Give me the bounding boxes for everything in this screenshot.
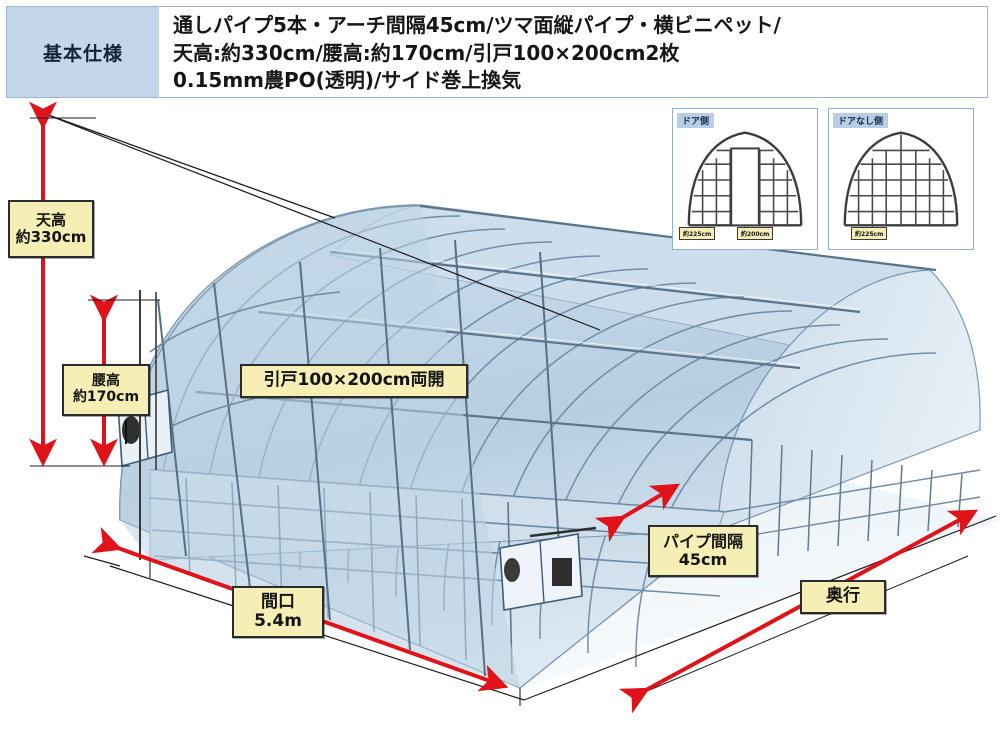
inset-no-door-side-label-1: 約225cm	[851, 227, 888, 240]
spec-line-3: 0.15mm農PO(透明)/サイド巻上換気	[173, 68, 522, 93]
callout-ridge-height-line2: 約330cm	[15, 228, 87, 246]
spec-line-1: 通しパイプ5本・アーチ間隔45cm/ツマ面縦パイプ・横ビニペット/	[173, 13, 781, 38]
callout-width-line1: 間口	[261, 591, 295, 612]
inset-door-side: ドア側 約225cm 約200cm	[672, 108, 818, 250]
callout-depth: 奥行	[800, 580, 886, 614]
callout-eave-height: 腰高 約170cm	[62, 364, 150, 416]
dim-pipe-spacing	[594, 483, 681, 542]
reference-post	[139, 290, 157, 560]
inset-door-side-drawing	[687, 131, 803, 236]
door-leader	[205, 390, 240, 404]
leader-line	[39, 111, 336, 219]
callout-sliding-door-line1: 引戸100×200cm両開	[263, 370, 445, 391]
spec-header: 基本仕様 通しパイプ5本・アーチ間隔45cm/ツマ面縦パイプ・横ビニペット/ 天…	[6, 6, 988, 98]
inset-door-side-label-1: 約225cm	[679, 227, 716, 240]
inset-no-door-side-drawing	[843, 131, 959, 236]
callout-depth-line1: 奥行	[826, 586, 860, 607]
callout-width-line2: 5.4m	[254, 611, 302, 631]
inset-no-door-side-title: ドアなし側	[833, 113, 889, 128]
callout-ridge-height: 天高 約330cm	[8, 200, 94, 258]
callout-pipe-spacing: パイプ間隔 45cm	[648, 525, 758, 577]
spec-line-2: 天高:約330cm/腰高:約170cm/引戸100×200cm2枚	[173, 40, 680, 65]
inset-door-side-title: ドア側	[677, 113, 715, 128]
callout-eave-height-line1: 腰高	[92, 373, 120, 390]
spec-header-label: 基本仕様	[7, 7, 159, 97]
callout-sliding-door: 引戸100×200cm両開	[240, 364, 468, 398]
inset-door-side-label-2: 約200cm	[737, 227, 774, 240]
callout-ridge-height-line1: 天高	[35, 211, 66, 230]
inset-no-door-side: ドアなし側 約225cm	[828, 108, 974, 250]
spec-header-body: 通しパイプ5本・アーチ間隔45cm/ツマ面縦パイプ・横ビニペット/ 天高:約33…	[159, 7, 987, 97]
callout-pipe-spacing-line1: パイプ間隔	[662, 532, 743, 552]
callout-eave-height-line2: 約170cm	[72, 389, 140, 405]
callout-pipe-spacing-line2: 45cm	[678, 550, 728, 569]
callout-width: 間口 5.4m	[232, 586, 324, 638]
